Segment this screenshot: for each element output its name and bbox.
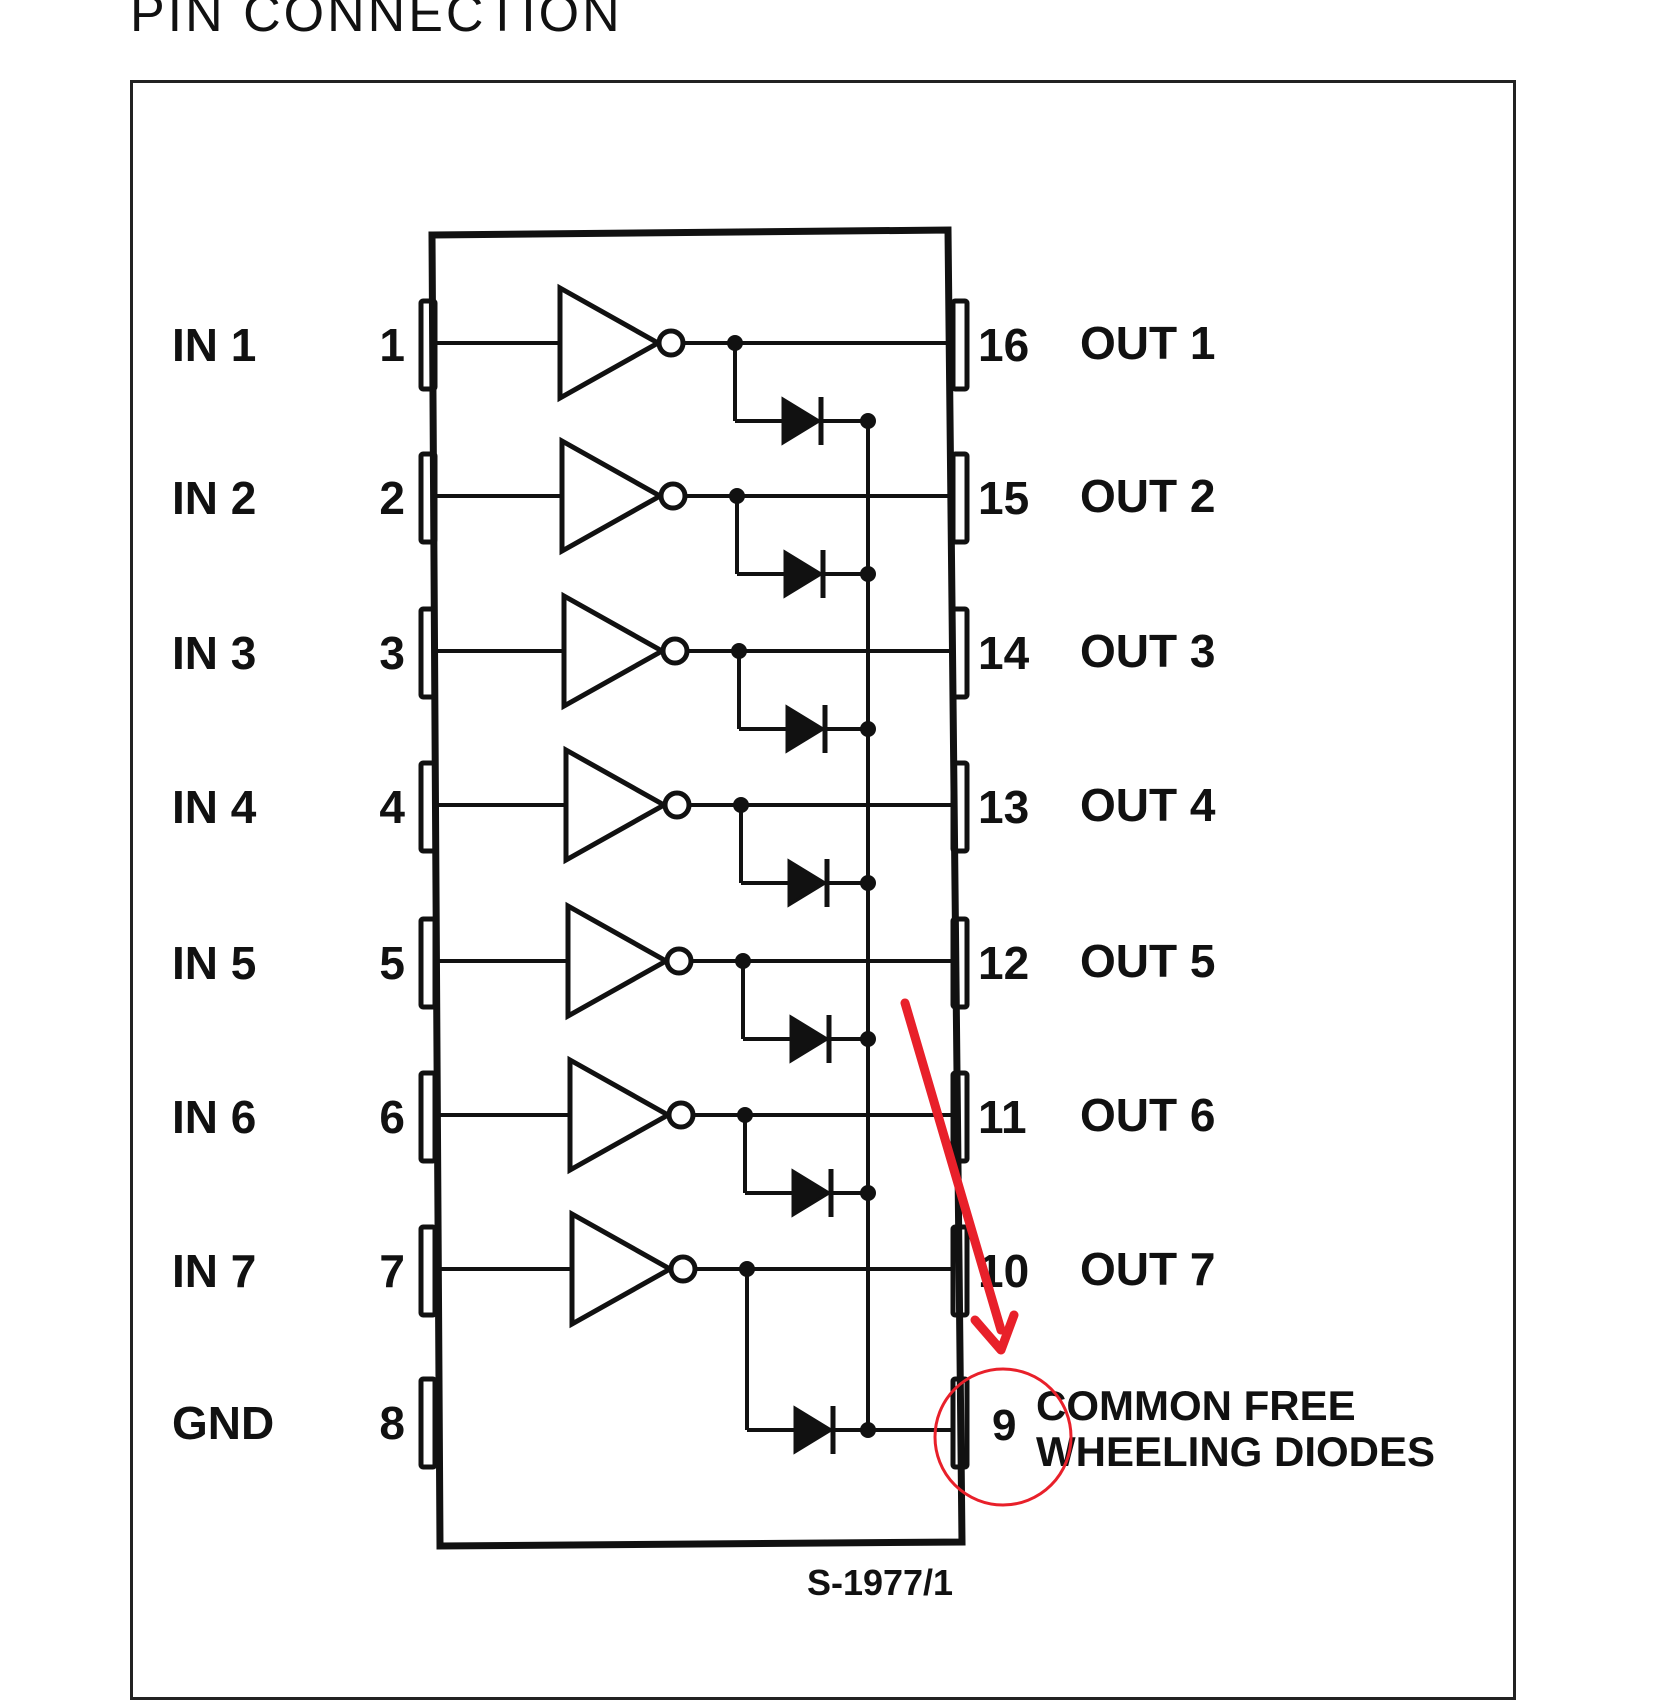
inverter-5 (565, 901, 672, 1021)
page-title: PIN CONNECTION (130, 0, 623, 43)
left-pin-label: IN 4 (172, 781, 257, 833)
inverter-6 (567, 1055, 674, 1175)
left-pin-number: 4 (379, 781, 405, 833)
annotation-arrow-shaft (900, 998, 1006, 1335)
right-pin-11 (950, 1070, 970, 1164)
right-pin-10 (950, 1224, 970, 1318)
figure-code: S-1977/1 (807, 1562, 953, 1603)
inverter-bubble-2 (658, 481, 688, 511)
left-pin-number: 6 (379, 1091, 405, 1143)
pin9-label-line1: COMMON FREE (1036, 1382, 1356, 1429)
left-pin-label: IN 2 (172, 472, 256, 524)
left-pin-number: 8 (379, 1397, 405, 1449)
inverter-bubble-7 (668, 1254, 698, 1284)
inverter-bubble-1 (656, 328, 686, 358)
right-pin-label: OUT 5 (1080, 935, 1215, 987)
inverter-bubble-3 (660, 636, 690, 666)
left-pin-5 (418, 916, 438, 1010)
inverter-bubble-5 (664, 946, 694, 976)
left-pin-number: 5 (379, 937, 405, 989)
left-pin-label: IN 3 (172, 627, 256, 679)
right-pin-12 (950, 916, 970, 1010)
left-pin-4 (418, 760, 438, 854)
inverter-1 (557, 283, 664, 403)
right-pin-label: OUT 4 (1080, 779, 1216, 831)
left-pin-3 (418, 606, 438, 700)
right-pin-label: OUT 1 (1080, 317, 1215, 369)
left-pin-8 (418, 1376, 438, 1470)
left-pin-6 (418, 1070, 438, 1164)
left-pin-number: 1 (379, 319, 405, 371)
left-pin-number: 2 (379, 472, 405, 524)
inverter-4 (563, 745, 670, 865)
freewheel-diode-1 (781, 396, 824, 446)
inverter-bubble-6 (666, 1100, 696, 1130)
left-pin-7 (418, 1224, 438, 1318)
right-pin-number: 12 (978, 937, 1029, 989)
freewheel-diode-7 (793, 1405, 836, 1455)
right-pin-number: 16 (978, 319, 1029, 371)
pin9-label-line2: WHEELING DIODES (1036, 1428, 1435, 1475)
left-pin-number: 7 (379, 1245, 405, 1297)
right-pin-14 (950, 606, 970, 700)
ic-body (428, 226, 966, 1550)
left-pin-label: GND (172, 1397, 274, 1449)
right-pin-label: OUT 7 (1080, 1243, 1215, 1295)
inverter-2 (559, 436, 666, 556)
right-pin-13 (950, 760, 970, 854)
left-pin-number: 3 (379, 627, 405, 679)
left-pin-2 (418, 451, 438, 545)
inverter-3 (561, 591, 668, 711)
freewheel-diode-2 (783, 549, 826, 599)
right-pin-number: 13 (978, 781, 1029, 833)
freewheel-diode-6 (791, 1168, 834, 1218)
right-pin-number: 15 (978, 472, 1029, 524)
inverter-7 (569, 1209, 676, 1329)
right-pin-label: OUT 2 (1080, 470, 1215, 522)
freewheel-diode-3 (785, 704, 828, 754)
right-pin-number: 14 (978, 627, 1030, 679)
left-pin-label: IN 7 (172, 1245, 256, 1297)
right-pin-9 (950, 1376, 970, 1470)
left-pin-1 (418, 298, 438, 392)
freewheel-diode-5 (789, 1014, 832, 1064)
pin9-number: 9 (992, 1401, 1016, 1450)
right-pin-number: 11 (978, 1091, 1027, 1143)
annotation-circle (933, 1367, 1073, 1507)
right-pin-15 (950, 451, 970, 545)
right-pin-label: OUT 6 (1080, 1089, 1215, 1141)
left-pin-label: IN 5 (172, 937, 256, 989)
right-pin-label: OUT 3 (1080, 625, 1215, 677)
left-pin-label: IN 1 (172, 319, 256, 371)
right-pin-16 (950, 298, 970, 392)
inverter-bubble-4 (662, 790, 692, 820)
left-pin-label: IN 6 (172, 1091, 256, 1143)
annotation-arrow-head (970, 1310, 1019, 1355)
freewheel-diode-4 (787, 858, 830, 908)
